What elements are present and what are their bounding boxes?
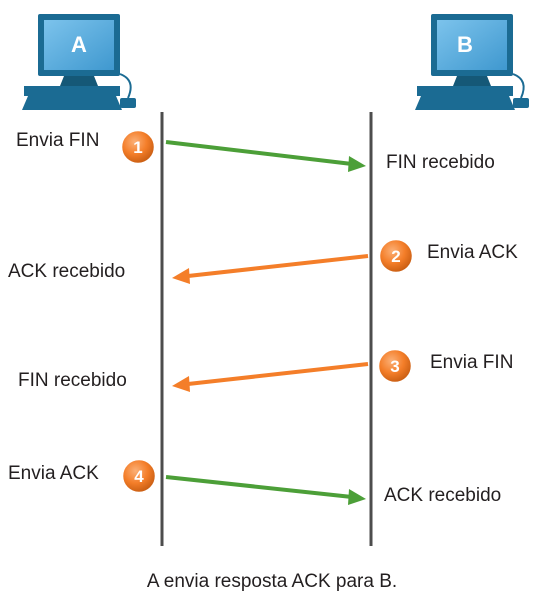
badge-step-3: 3 [376, 347, 414, 385]
badge-step-4: 4 [120, 457, 158, 495]
arrow-step-1 [165, 140, 353, 166]
computer-b-label: B [457, 32, 473, 57]
step-3-sender-label: Envia FIN [430, 352, 513, 373]
computer-a-label: A [71, 32, 87, 57]
diagram-caption: A envia resposta ACK para B. [147, 571, 397, 592]
step-4-sender-label: Envia ACK [8, 463, 99, 484]
arrowhead-step-4 [348, 489, 366, 505]
svg-text:3: 3 [390, 357, 399, 376]
step-4-receiver-label: ACK recebido [384, 485, 501, 506]
svg-text:4: 4 [134, 467, 144, 486]
step-2-receiver-label: ACK recebido [8, 261, 125, 282]
step-3-receiver-label: FIN recebido [18, 370, 127, 391]
svg-text:1: 1 [133, 138, 142, 157]
computer-b-icon: B [415, 14, 529, 110]
arrow-step-3 [187, 362, 369, 386]
arrowhead-step-2 [172, 268, 190, 284]
badge-step-2: 2 [377, 237, 415, 275]
computer-a-icon: A [22, 14, 136, 110]
arrow-step-2 [187, 254, 369, 278]
badge-step-1: 1 [119, 128, 157, 166]
step-1-sender-label: Envia FIN [16, 130, 99, 151]
step-2-sender-label: Envia ACK [427, 242, 518, 263]
svg-text:2: 2 [391, 247, 400, 266]
arrowhead-step-1 [348, 156, 366, 172]
arrow-step-4 [165, 475, 353, 499]
arrowhead-step-3 [172, 376, 190, 392]
step-1-receiver-label: FIN recebido [386, 152, 495, 173]
